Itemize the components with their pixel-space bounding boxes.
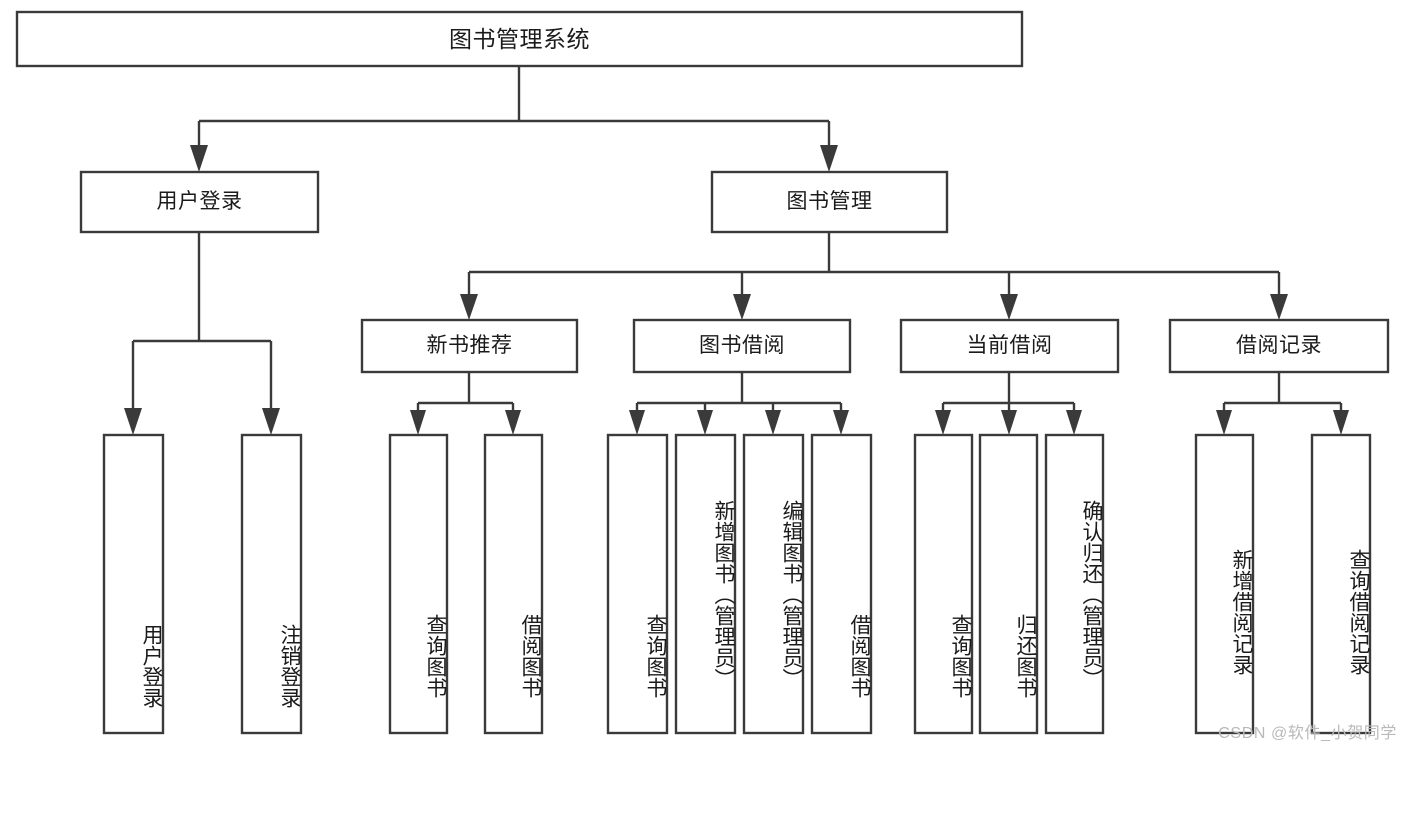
node-box-leaf-query-book-b[interactable] — [606, 433, 669, 735]
arrow-head-leaf-user-logout — [262, 408, 280, 435]
diagram-canvas: 图书管理系统 用户登录 图书管理 新书推荐 图书借阅 当前借阅 借阅记录 用户登… — [15, 10, 1397, 742]
arrow-head-records — [1270, 294, 1288, 320]
arrow-head-leaf-query-book-new — [410, 410, 426, 435]
node-box-newbook[interactable] — [360, 318, 579, 374]
arrow-head-login — [190, 145, 208, 172]
node-box-records[interactable] — [1168, 318, 1390, 374]
boxes-layer — [15, 10, 1390, 735]
connectors-layer — [124, 66, 1349, 435]
node-box-root[interactable] — [15, 10, 1024, 68]
arrow-head-leaf-edit-book — [765, 410, 781, 435]
arrow-head-leaf-borrow-book-new — [505, 410, 521, 435]
arrow-head-newbook — [460, 294, 478, 320]
arrow-head-bookmgmt — [820, 145, 838, 172]
arrow-head-leaf-query-record — [1333, 410, 1349, 435]
node-box-leaf-query-record[interactable] — [1310, 433, 1372, 735]
node-box-leaf-borrow-book-b[interactable] — [810, 433, 873, 735]
node-box-leaf-user-login[interactable] — [102, 433, 165, 735]
arrow-head-leaf-query-book-c — [935, 410, 951, 435]
arrow-head-leaf-user-login — [124, 408, 142, 435]
node-box-leaf-add-record[interactable] — [1194, 433, 1255, 735]
node-box-leaf-user-logout[interactable] — [240, 433, 303, 735]
node-box-bookmgmt[interactable] — [710, 170, 949, 234]
node-box-login[interactable] — [79, 170, 320, 234]
arrow-head-leaf-add-record — [1216, 410, 1232, 435]
arrow-head-leaf-query-book-b — [629, 410, 645, 435]
node-box-leaf-borrow-book-new[interactable] — [483, 433, 544, 735]
tree-diagram-svg — [15, 10, 1390, 735]
node-box-leaf-edit-book[interactable] — [742, 433, 805, 735]
node-box-leaf-query-book-new[interactable] — [388, 433, 449, 735]
node-box-leaf-confirm-return[interactable] — [1044, 433, 1105, 735]
arrow-head-leaf-confirm-return — [1066, 410, 1082, 435]
node-box-leaf-query-book-c[interactable] — [913, 433, 974, 735]
node-box-borrow[interactable] — [632, 318, 852, 374]
node-box-leaf-add-book[interactable] — [674, 433, 737, 735]
node-box-current[interactable] — [899, 318, 1120, 374]
arrow-head-leaf-add-book — [697, 410, 713, 435]
arrow-head-leaf-borrow-book-b — [833, 410, 849, 435]
arrow-head-current — [1000, 294, 1018, 320]
node-box-leaf-return-book[interactable] — [978, 433, 1039, 735]
arrow-head-leaf-return-book — [1001, 410, 1017, 435]
arrow-head-borrow — [733, 294, 751, 320]
